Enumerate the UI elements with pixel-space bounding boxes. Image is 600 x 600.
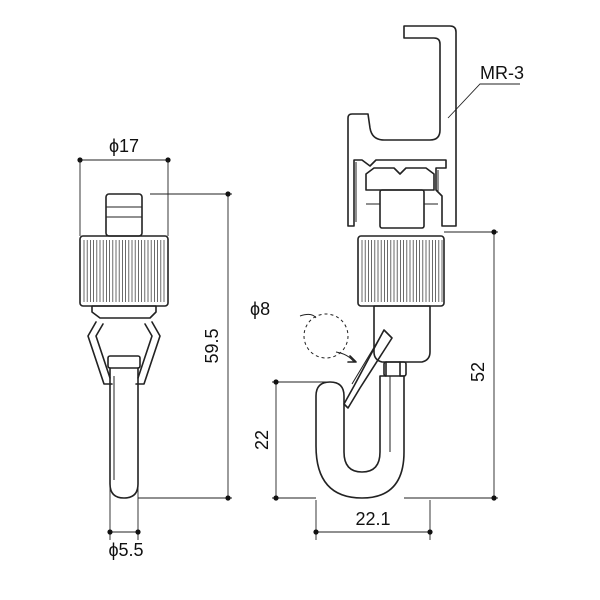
side-view [299,25,457,499]
spring-latch [343,329,393,409]
rail-runner [365,167,435,191]
collar [107,355,141,369]
hook-shank-side [109,367,139,499]
lower-body [91,305,157,319]
height-59-5-label: 59.5 [202,328,222,363]
lower-body-side [373,305,431,363]
rail-label: MR-3 [480,63,524,83]
side-dimensions: MR-3 ϕ8 52 22 22.1 [250,63,524,540]
diameter-17-label: ϕ17 [109,136,139,156]
rail-profile [347,25,457,227]
hook-neck [383,361,407,377]
top-cap [105,193,143,237]
height-52-label: 52 [468,362,488,382]
front-dimensions: ϕ17 59.5 ϕ5.5 [77,136,232,560]
hook-depth-label: 22 [252,430,272,450]
clip-arm-left [87,321,113,385]
wire-diameter-circle [303,313,349,359]
knurled-nut-side [357,235,445,307]
front-view [79,193,169,499]
knurled-nut [79,235,169,307]
diameter-8-label: ϕ8 [250,299,270,319]
hook-width-label: 22.1 [355,509,390,529]
runner-stem [379,189,425,229]
clip-arm-right [135,321,161,385]
diameter-5-5-label: ϕ5.5 [108,540,143,560]
